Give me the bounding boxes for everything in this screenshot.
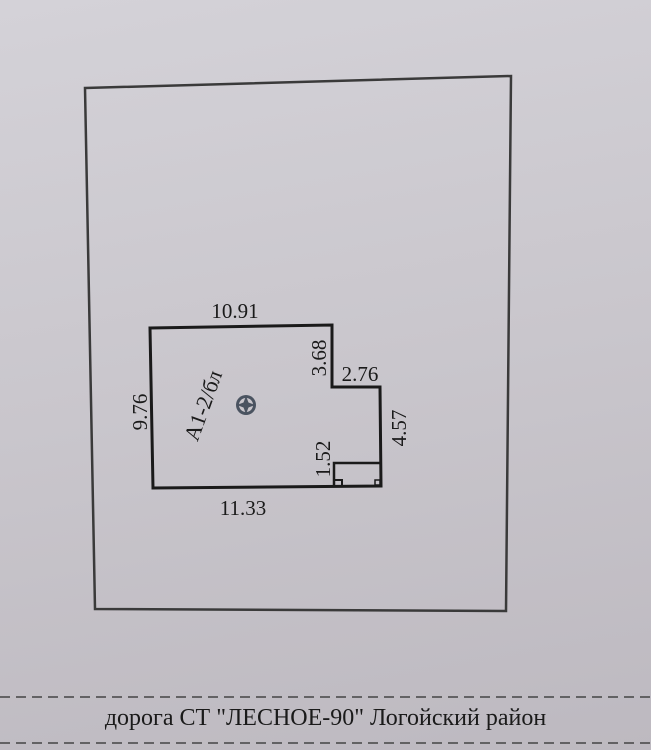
dim-bottom: 11.33 xyxy=(220,496,266,520)
dim-step-horizontal: 2.76 xyxy=(342,362,379,386)
parcel-label: A1-2/бл xyxy=(179,367,227,444)
dim-left: 9.76 xyxy=(128,394,152,431)
dim-top: 10.91 xyxy=(211,299,258,323)
crosshair-marker-icon xyxy=(236,395,256,415)
dim-step-vertical: 3.68 xyxy=(307,340,331,377)
plot-boundary xyxy=(83,74,513,613)
porch-notch xyxy=(334,479,343,486)
porch-post xyxy=(374,479,381,486)
dim-right: 4.57 xyxy=(387,410,411,447)
porch-outline xyxy=(332,461,380,486)
building-outline xyxy=(148,323,383,490)
road-label: дорога СТ "ЛЕСНОЕ-90" Логойский район xyxy=(104,705,547,731)
dim-porch: 1.52 xyxy=(311,441,335,478)
